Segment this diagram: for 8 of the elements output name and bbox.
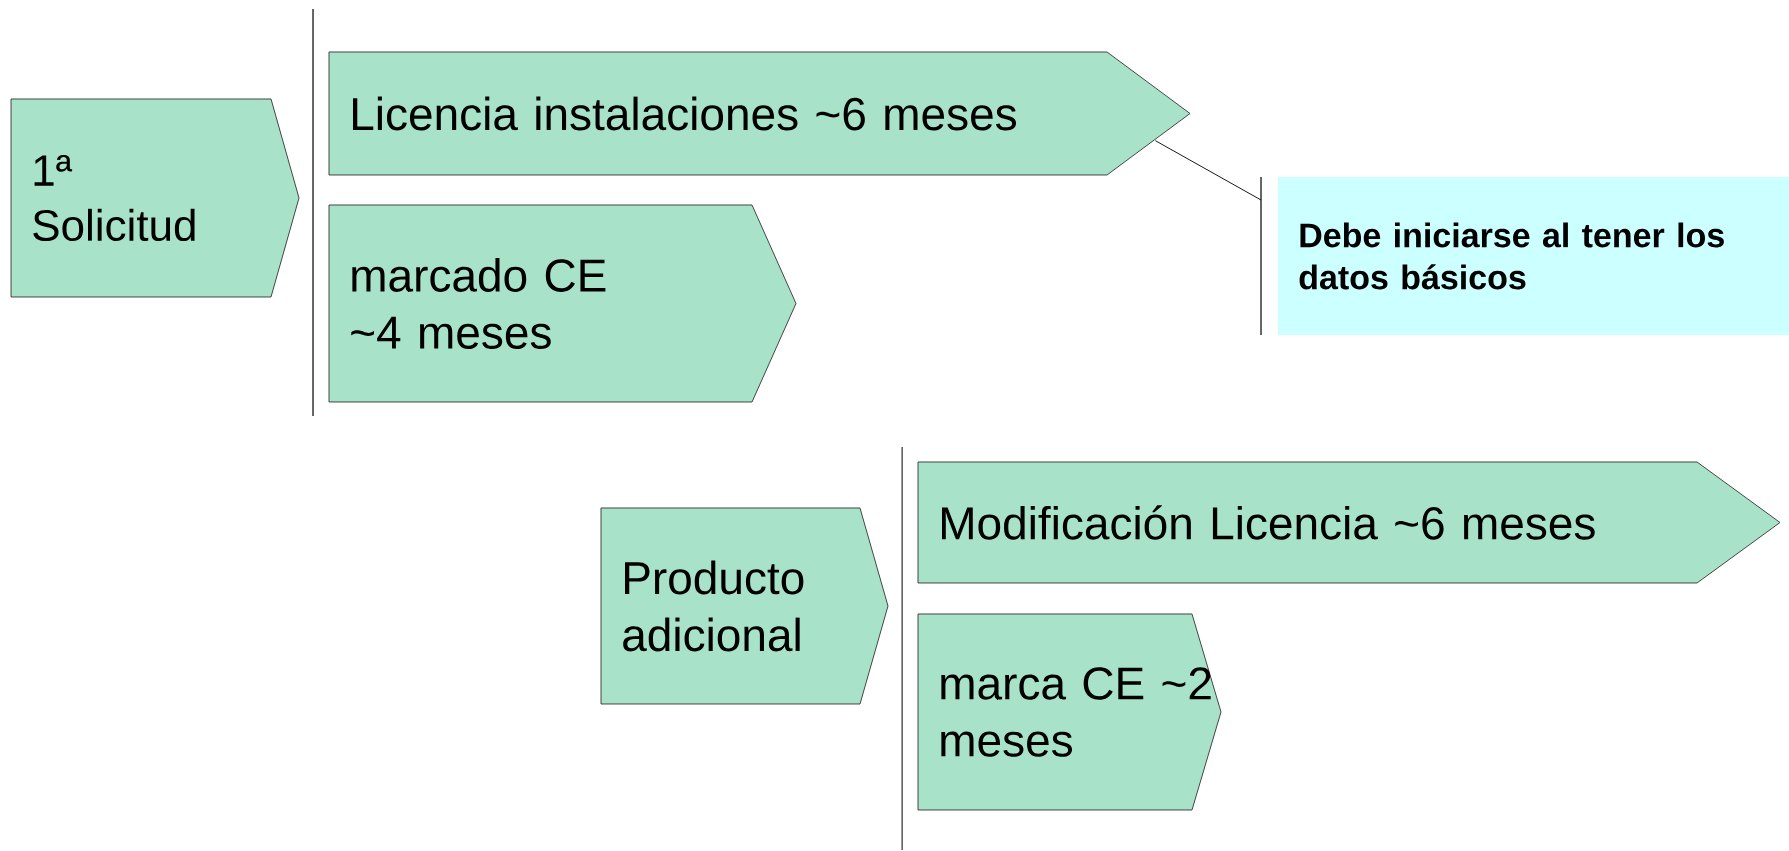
chevron-box: Modificación Licencia ~6 meses [917,461,1781,584]
note-box: Debe iniciarse al tener los datos básicos [1260,176,1789,336]
chevron-box: 1ª Solicitud [10,98,300,298]
chevron-box: marcado CE ~4 meses [328,204,797,403]
chevron-box: Producto adicional [600,507,889,705]
leader-line [1154,140,1262,201]
chevron-box: Licencia instalaciones ~6 meses [328,51,1191,176]
chevron-box: marca CE ~2 meses [917,613,1222,811]
